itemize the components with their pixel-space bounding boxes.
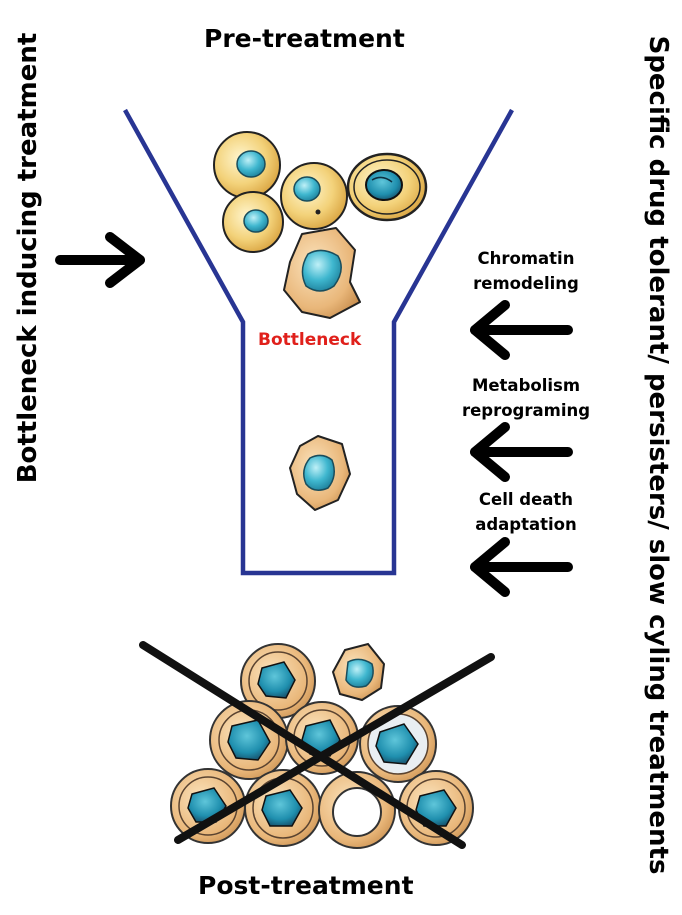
mechanism-line: adaptation (475, 515, 577, 534)
dividing-cell-icon (346, 152, 428, 222)
mechanism-line: remodeling (473, 274, 579, 293)
post-treatment-title: Post-treatment (198, 871, 414, 900)
yellow-cell-icon (213, 131, 281, 199)
mechanism-line: reprograming (461, 401, 591, 420)
mechanism-label-cell-death: Cell death adaptation (441, 487, 611, 537)
specific-treatments-label: Specific drug tolerant/ persisters/ slow… (643, 35, 673, 875)
bottleneck-label: Bottleneck (258, 330, 362, 350)
bottleneck-inducing-treatment-label: Bottleneck inducing treatment (13, 32, 43, 484)
arrow-left-icon (470, 537, 573, 597)
mechanism-line: Cell death (478, 490, 574, 509)
orange-cell-icon (331, 642, 386, 702)
pre-treatment-title: Pre-treatment (204, 24, 405, 53)
arrow-left-icon (470, 300, 573, 360)
mechanism-label-chromatin: Chromatin remodeling (441, 246, 611, 296)
dead-cell-icon (359, 705, 437, 783)
funnel-outline (123, 108, 514, 576)
orange-cell-icon (283, 227, 361, 319)
mechanism-label-metabolism: Metabolism reprograming (441, 373, 611, 423)
orange-cell-icon (289, 435, 351, 511)
arrow-left-icon (470, 422, 573, 482)
mechanism-line: Metabolism (471, 376, 581, 395)
arrow-right-icon (55, 232, 145, 288)
yellow-cell-icon (280, 162, 348, 230)
dead-cell-icon (240, 643, 316, 719)
mechanism-line: Chromatin (477, 249, 575, 268)
yellow-cell-icon (222, 191, 284, 253)
x-cross-icon (139, 641, 495, 849)
dead-cell-icon (398, 770, 474, 846)
